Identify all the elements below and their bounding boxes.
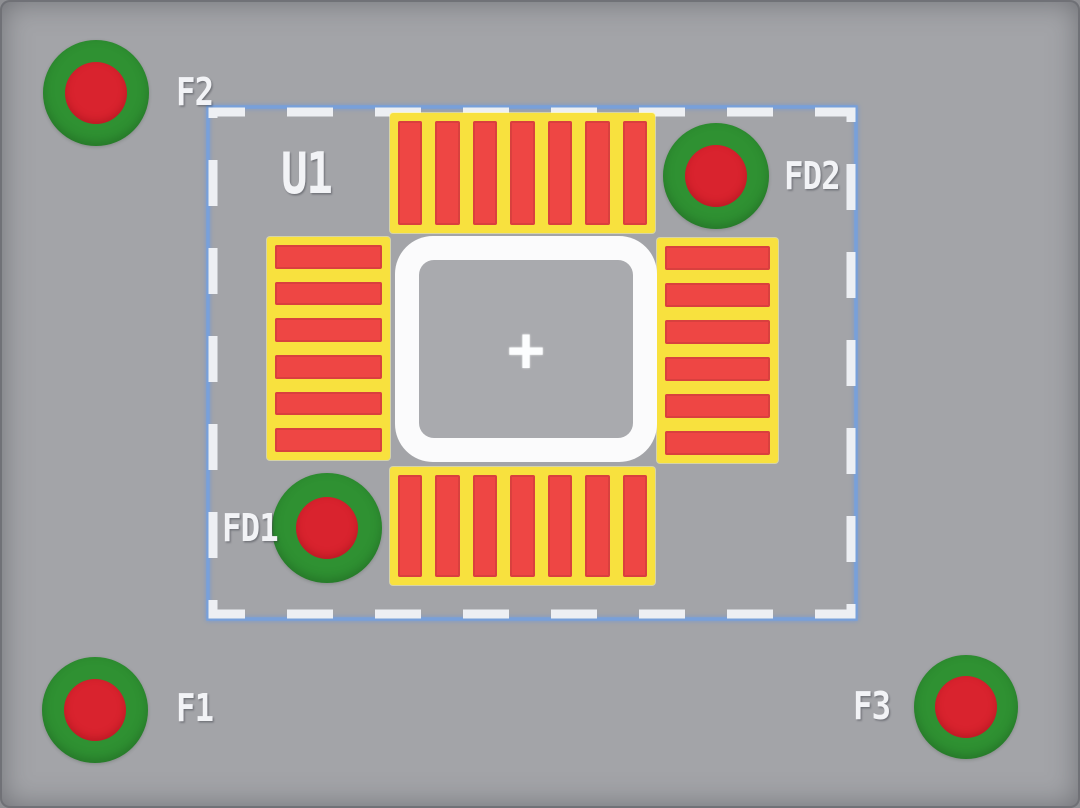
pad-bank-top — [390, 113, 655, 233]
pad-right-4[interactable] — [665, 357, 770, 381]
pad-right-2[interactable] — [665, 283, 770, 307]
pad-bottom-1[interactable] — [398, 475, 423, 577]
pad-bottom-5[interactable] — [547, 475, 573, 577]
fiducial-label-fd1[interactable]: FD1 — [222, 506, 279, 551]
pad-bank-right — [657, 238, 778, 463]
fiducial-label-fd2[interactable]: FD2 — [784, 154, 841, 199]
reference-designator[interactable]: U1 — [281, 141, 333, 207]
pad-left-2[interactable] — [275, 281, 382, 306]
fiducial-fd1-center-pad[interactable] — [296, 497, 358, 559]
fiducial-f3[interactable] — [914, 655, 1018, 759]
fiducial-f1-center-pad[interactable] — [64, 679, 126, 741]
fiducial-f3-center-pad[interactable] — [935, 676, 997, 738]
pad-top-6[interactable] — [585, 121, 610, 225]
pad-top-3[interactable] — [472, 121, 498, 225]
pad-right-5[interactable] — [665, 394, 770, 418]
fiducial-fd1[interactable] — [272, 473, 382, 583]
pad-left-1[interactable] — [275, 245, 382, 269]
pad-top-7[interactable] — [622, 121, 647, 225]
pad-left-5[interactable] — [275, 391, 382, 416]
pad-top-4[interactable] — [510, 121, 535, 225]
pad-right-3[interactable] — [665, 320, 770, 344]
pad-right-6[interactable] — [665, 431, 770, 455]
fiducial-fd2[interactable] — [663, 123, 769, 229]
footprint-body-inner: + — [419, 260, 633, 438]
pad-left-6[interactable] — [275, 428, 382, 453]
pad-bottom-7[interactable] — [622, 475, 647, 577]
fiducial-label-f2[interactable]: F2 — [176, 70, 214, 115]
pad-bottom-4[interactable] — [510, 475, 535, 577]
pad-bank-bottom — [390, 467, 655, 585]
fiducial-label-f1[interactable]: F1 — [176, 686, 214, 731]
pad-top-5[interactable] — [547, 121, 573, 225]
pad-bottom-6[interactable] — [585, 475, 610, 577]
pad-bottom-3[interactable] — [472, 475, 498, 577]
pad-bottom-2[interactable] — [435, 475, 460, 577]
pad-left-4[interactable] — [275, 355, 382, 379]
fiducial-f2-center-pad[interactable] — [65, 62, 127, 124]
pad-top-2[interactable] — [435, 121, 460, 225]
pad-right-1[interactable] — [665, 246, 770, 270]
fiducial-f2[interactable] — [43, 40, 149, 146]
pad-top-1[interactable] — [398, 121, 423, 225]
fiducial-f1[interactable] — [42, 657, 148, 763]
footprint-body-outline[interactable]: + — [395, 236, 657, 462]
pad-left-3[interactable] — [275, 318, 382, 343]
fiducial-fd2-center-pad[interactable] — [685, 145, 747, 207]
fiducial-label-f3[interactable]: F3 — [853, 684, 891, 729]
pad-bank-left — [267, 237, 390, 460]
